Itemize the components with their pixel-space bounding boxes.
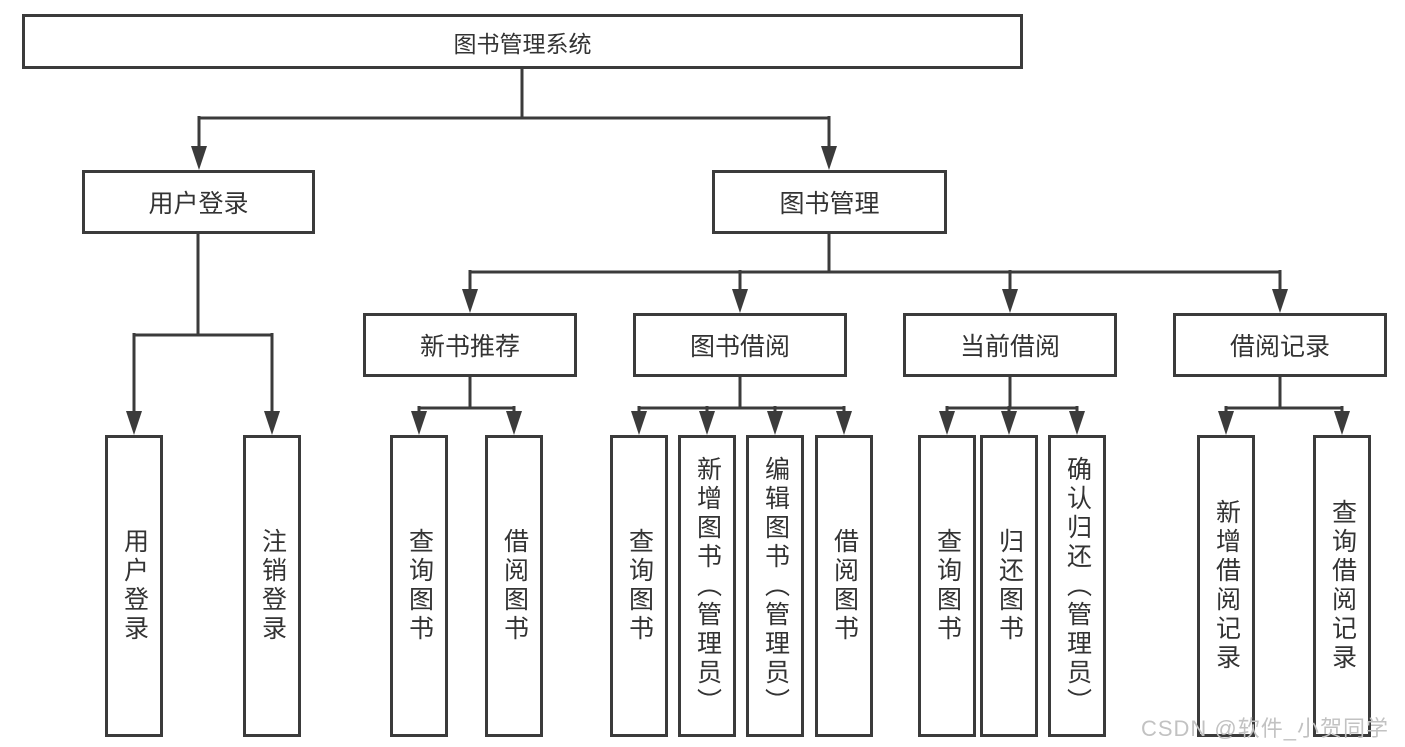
arrow-head <box>411 411 427 435</box>
arrow-head <box>126 411 142 435</box>
leaf-user-login: 用户登录 <box>105 435 163 737</box>
node-current-borrowing: 当前借阅 <box>903 313 1117 377</box>
leaf-label: 确认归还（管理员） <box>1063 455 1092 717</box>
connector-borrow-record-to-leaves <box>1218 376 1350 435</box>
leaf-query-books-current: 查询图书 <box>918 435 976 737</box>
arrow-head <box>264 411 280 435</box>
leaf-label: 用户登录 <box>120 528 149 644</box>
arrow-head <box>191 146 207 170</box>
leaf-query-borrow-record: 查询借阅记录 <box>1313 435 1371 737</box>
leaf-label: 借阅图书 <box>830 528 859 644</box>
leaf-label: 新增图书（管理员） <box>693 455 722 717</box>
connector-current-borrow-to-leaves <box>939 376 1085 435</box>
leaf-add-borrow-record: 新增借阅记录 <box>1197 435 1255 737</box>
arrow-head <box>767 411 783 435</box>
connector-new-book-rec-to-leaves <box>411 376 522 435</box>
arrow-head <box>462 289 478 313</box>
connector-user-login-to-leaves <box>126 233 280 435</box>
leaf-label: 查询图书 <box>625 528 654 644</box>
arrow-head <box>821 146 837 170</box>
leaf-logout: 注销登录 <box>243 435 301 737</box>
leaf-add-books-admin: 新增图书（管理员） <box>678 435 736 737</box>
arrow-head <box>1069 411 1085 435</box>
leaf-borrow-books-recommend: 借阅图书 <box>485 435 543 737</box>
leaf-query-books-borrowing: 查询图书 <box>610 435 668 737</box>
arrow-head <box>1218 411 1234 435</box>
arrow-head <box>836 411 852 435</box>
leaf-confirm-return-admin: 确认归还（管理员） <box>1048 435 1106 737</box>
leaf-query-books-recommend: 查询图书 <box>390 435 448 737</box>
arrow-head <box>699 411 715 435</box>
leaf-borrow-books-borrowing: 借阅图书 <box>815 435 873 737</box>
leaf-label: 新增借阅记录 <box>1212 499 1241 673</box>
leaf-label: 查询图书 <box>405 528 434 644</box>
leaf-edit-books-admin: 编辑图书（管理员） <box>746 435 804 737</box>
arrow-head <box>631 411 647 435</box>
leaf-label: 借阅图书 <box>500 528 529 644</box>
arrow-head <box>1272 289 1288 313</box>
arrow-head <box>1001 411 1017 435</box>
connector-book-mgmt-to-level3 <box>462 233 1288 313</box>
node-book-management: 图书管理 <box>712 170 947 234</box>
leaf-label: 归还图书 <box>995 528 1024 644</box>
leaf-return-books: 归还图书 <box>980 435 1038 737</box>
csdn-watermark: CSDN @软件_小贺同学 <box>1140 716 1389 741</box>
node-user-login: 用户登录 <box>82 170 315 234</box>
leaf-label: 查询借阅记录 <box>1328 499 1357 673</box>
leaf-label: 查询图书 <box>933 528 962 644</box>
node-borrow-records: 借阅记录 <box>1173 313 1387 377</box>
arrow-head <box>1334 411 1350 435</box>
leaf-label: 注销登录 <box>258 528 287 644</box>
node-root-system: 图书管理系统 <box>22 14 1023 69</box>
connector-book-borrow-to-leaves <box>631 376 852 435</box>
leaf-label: 编辑图书（管理员） <box>761 455 790 717</box>
arrow-head <box>506 411 522 435</box>
node-new-book-recommend: 新书推荐 <box>363 313 577 377</box>
arrow-head <box>732 289 748 313</box>
connector-root-to-level2 <box>191 68 837 170</box>
node-book-borrowing: 图书借阅 <box>633 313 847 377</box>
arrow-head <box>1002 289 1018 313</box>
arrow-head <box>939 411 955 435</box>
